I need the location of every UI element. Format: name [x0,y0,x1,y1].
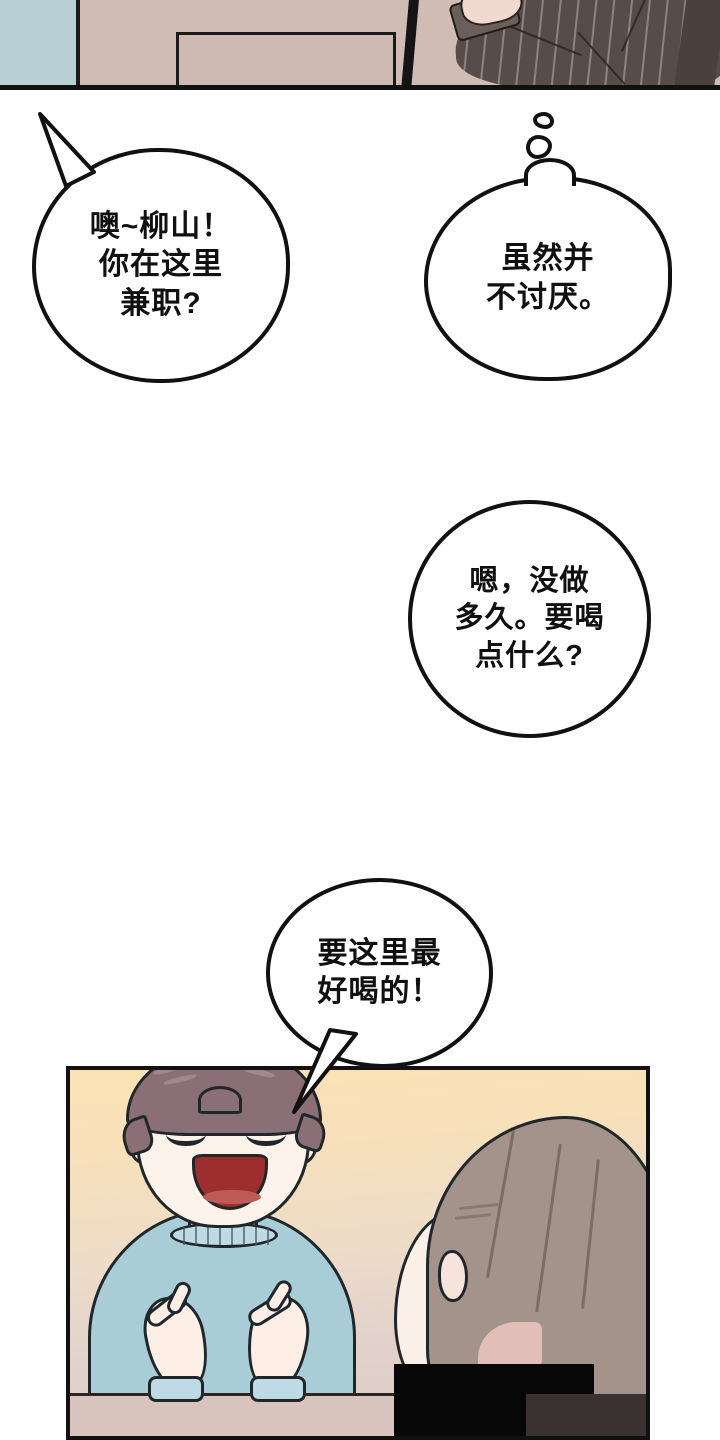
thought-blob-large [526,135,552,159]
boy-eye-left [166,1121,206,1146]
speech-bubble-4[interactable]: 要这里最 好喝的！ [266,878,493,1068]
girl-ear [438,1250,468,1302]
dark-clothing-block [526,1394,646,1436]
speech-bubble-4-text: 要这里最 好喝的！ [317,936,442,1008]
wall-left-blue [0,0,80,85]
speech-tail-bubble-4 [292,1028,358,1114]
speech-bubble-3-text: 嗯，没做 多久。要喝 点什么? [454,565,605,672]
top-panel [0,0,720,90]
speech-bubble-1[interactable]: 噢~柳山！ 你在这里 兼职? [32,148,290,383]
speech-bubble-1-text: 噢~柳山！ 你在这里 兼职? [89,209,233,320]
boy-left-cuff [148,1376,204,1402]
boy-right-cuff [250,1376,306,1402]
thought-blob-small [533,112,554,129]
speech-bubble-3[interactable]: 嗯，没做 多久。要喝 点什么? [408,500,651,738]
boy-eye-right [246,1121,286,1146]
thought-bubble-2-text: 虽然并 不讨厌。 [486,242,610,314]
counter-pillar [401,0,419,85]
thought-bubble-bump-mask [524,186,576,198]
bottom-panel [66,1066,650,1440]
boy-hair-tuft-top [198,1086,242,1114]
counter-box-outline [176,32,396,85]
thought-bubble-2[interactable]: 虽然并 不讨厌。 [424,176,672,381]
speech-tail-bubble-1 [38,112,96,188]
